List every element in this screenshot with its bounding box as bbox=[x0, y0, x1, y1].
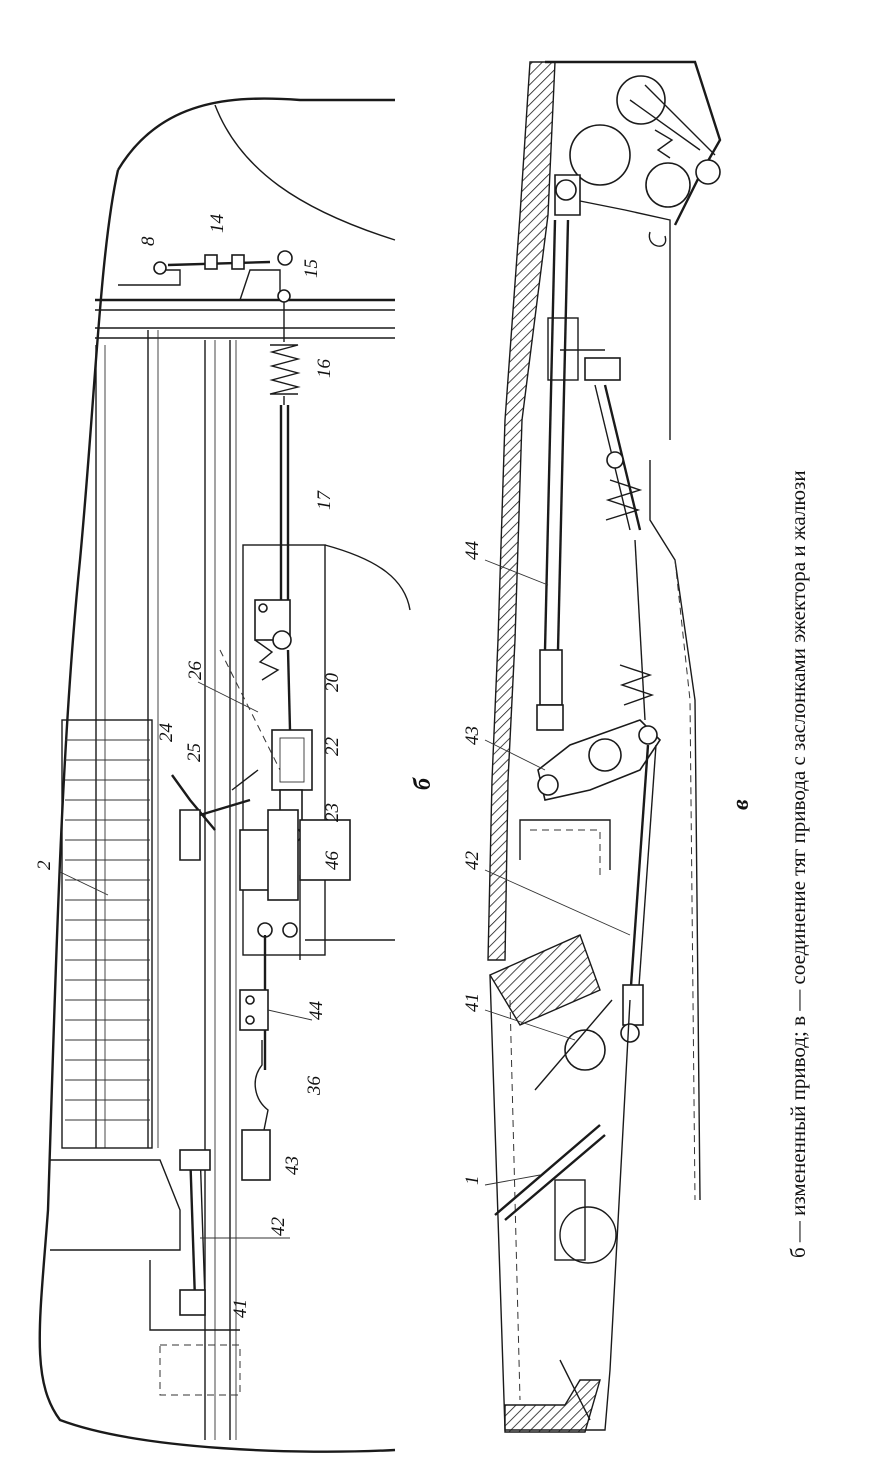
panel-b-letter: б bbox=[410, 777, 436, 790]
label-b-43: 43 bbox=[282, 1156, 303, 1175]
label-b-24: 24 bbox=[156, 723, 177, 743]
label-b-46: 46 bbox=[322, 851, 343, 871]
label-b-20: 20 bbox=[322, 673, 343, 693]
label-v-44: 44 bbox=[462, 541, 483, 561]
label-b-17: 17 bbox=[314, 490, 335, 511]
label-b-22: 22 bbox=[322, 737, 343, 757]
label-v-41: 41 bbox=[462, 993, 483, 1012]
label-b-16: 16 bbox=[314, 359, 335, 379]
figure-caption: б — измененный привод; в — соединение тя… bbox=[786, 470, 810, 1258]
label-b-2: 2 bbox=[34, 860, 55, 870]
label-b-25: 25 bbox=[184, 743, 205, 762]
label-v-43: 43 bbox=[462, 726, 483, 745]
label-v-42: 42 bbox=[462, 851, 483, 871]
label-b-36: 36 bbox=[304, 1076, 325, 1097]
label-b-44: 44 bbox=[306, 1001, 327, 1021]
panel-v-letter: в bbox=[728, 799, 754, 810]
label-v-1: 1 bbox=[462, 1176, 483, 1186]
label-b-23: 23 bbox=[322, 803, 343, 822]
panel-b-labels: 8 14 15 16 17 20 22 23 46 26 24 25 2 44 … bbox=[34, 214, 436, 1319]
label-b-14: 14 bbox=[207, 214, 228, 234]
label-b-42: 42 bbox=[268, 1217, 289, 1237]
label-b-8: 8 bbox=[138, 236, 159, 246]
panel-b-drawing bbox=[38, 97, 411, 1453]
label-b-15: 15 bbox=[301, 259, 322, 278]
label-b-26: 26 bbox=[185, 661, 206, 681]
panel-v-drawing bbox=[487, 60, 722, 1433]
panel-v-labels: 44 43 42 41 1 в bbox=[462, 541, 754, 1186]
label-b-41: 41 bbox=[230, 1299, 251, 1318]
